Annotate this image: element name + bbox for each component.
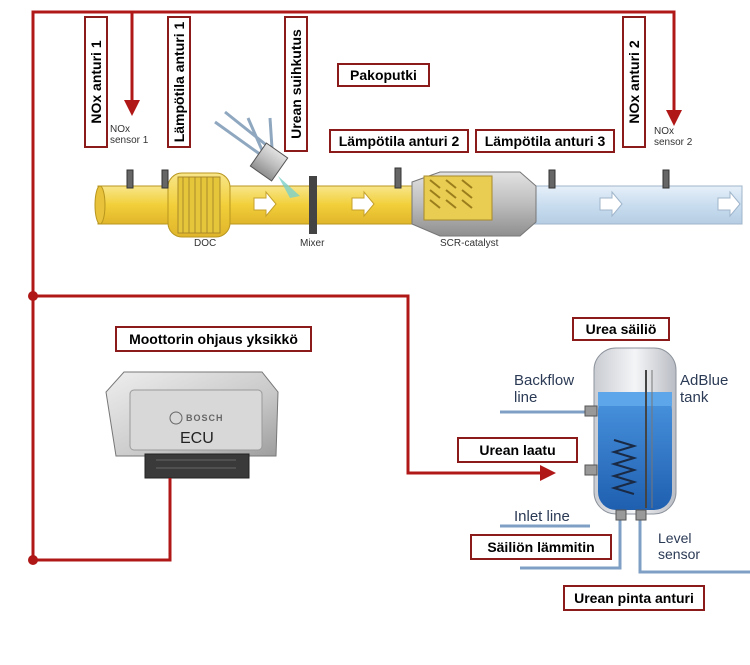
ecu-text: ECU xyxy=(180,430,214,447)
nox-sensor2-text-a: NOx xyxy=(654,126,674,137)
label-nox-sensor-1: NOx anturi 1 xyxy=(84,16,108,148)
level-sensor-text: Level sensor xyxy=(658,530,700,562)
mixer-text: Mixer xyxy=(300,238,325,249)
nox-sensor2-text: NOx sensor 2 xyxy=(654,126,692,148)
label-engine-ecu: Moottorin ohjaus yksikkö xyxy=(115,326,312,352)
label-nox-sensor-1-text: NOx anturi 1 xyxy=(88,40,104,124)
label-urea-level-sensor: Urean pinta anturi xyxy=(563,585,705,611)
adblue-text-a: AdBlue xyxy=(680,372,729,389)
urea-injector xyxy=(214,110,300,198)
label-exhaust-pipe: Pakoputki xyxy=(337,63,430,87)
nox-sensor1-text-b: sensor 1 xyxy=(110,135,149,146)
backflow-text-b: line xyxy=(514,389,538,406)
nox-sensor2-text-b: sensor 2 xyxy=(654,137,693,148)
label-tank-heater: Säiliön lämmitin xyxy=(470,534,612,560)
wiring xyxy=(31,10,676,562)
label-urea-tank: Urea säiliö xyxy=(572,317,670,341)
label-nox-sensor-2: NOx anturi 2 xyxy=(622,16,646,148)
backflow-text: Backflow line xyxy=(514,372,574,406)
scr-text: SCR-catalyst xyxy=(440,238,499,249)
label-temp-sensor-1-text: Lämpötila anturi 1 xyxy=(171,21,187,143)
ecu-unit xyxy=(105,371,279,479)
level-sensor-text-a: Level xyxy=(658,530,692,546)
backflow-text-a: Backflow xyxy=(514,372,575,389)
label-urea-injection: Urean suihkutus xyxy=(284,16,308,152)
label-urea-quality: Urean laatu xyxy=(457,437,578,463)
label-temp-sensor-3: Lämpötila anturi 3 xyxy=(475,129,615,153)
label-temp-sensor-1: Lämpötila anturi 1 xyxy=(167,16,191,148)
inlet-line-text: Inlet line xyxy=(514,508,570,525)
nox-sensor1-text: NOx sensor 1 xyxy=(110,124,148,146)
adblue-text: AdBlue tank xyxy=(680,372,728,406)
exhaust-pipe xyxy=(94,110,743,238)
label-urea-injection-text: Urean suihkutus xyxy=(288,29,304,139)
label-temp-sensor-2: Lämpötila anturi 2 xyxy=(329,129,469,153)
wire-arrowheads xyxy=(124,100,682,481)
doc-text: DOC xyxy=(194,238,217,249)
nox-sensor1-text-a: NOx xyxy=(110,124,130,135)
bosch-text: BOSCH xyxy=(186,413,224,423)
adblue-tank xyxy=(500,347,750,574)
wire-junctions xyxy=(28,291,38,565)
adblue-text-b: tank xyxy=(680,389,709,406)
label-nox-sensor-2-text: NOx anturi 2 xyxy=(626,40,642,124)
level-sensor-text-b: sensor xyxy=(658,546,701,562)
